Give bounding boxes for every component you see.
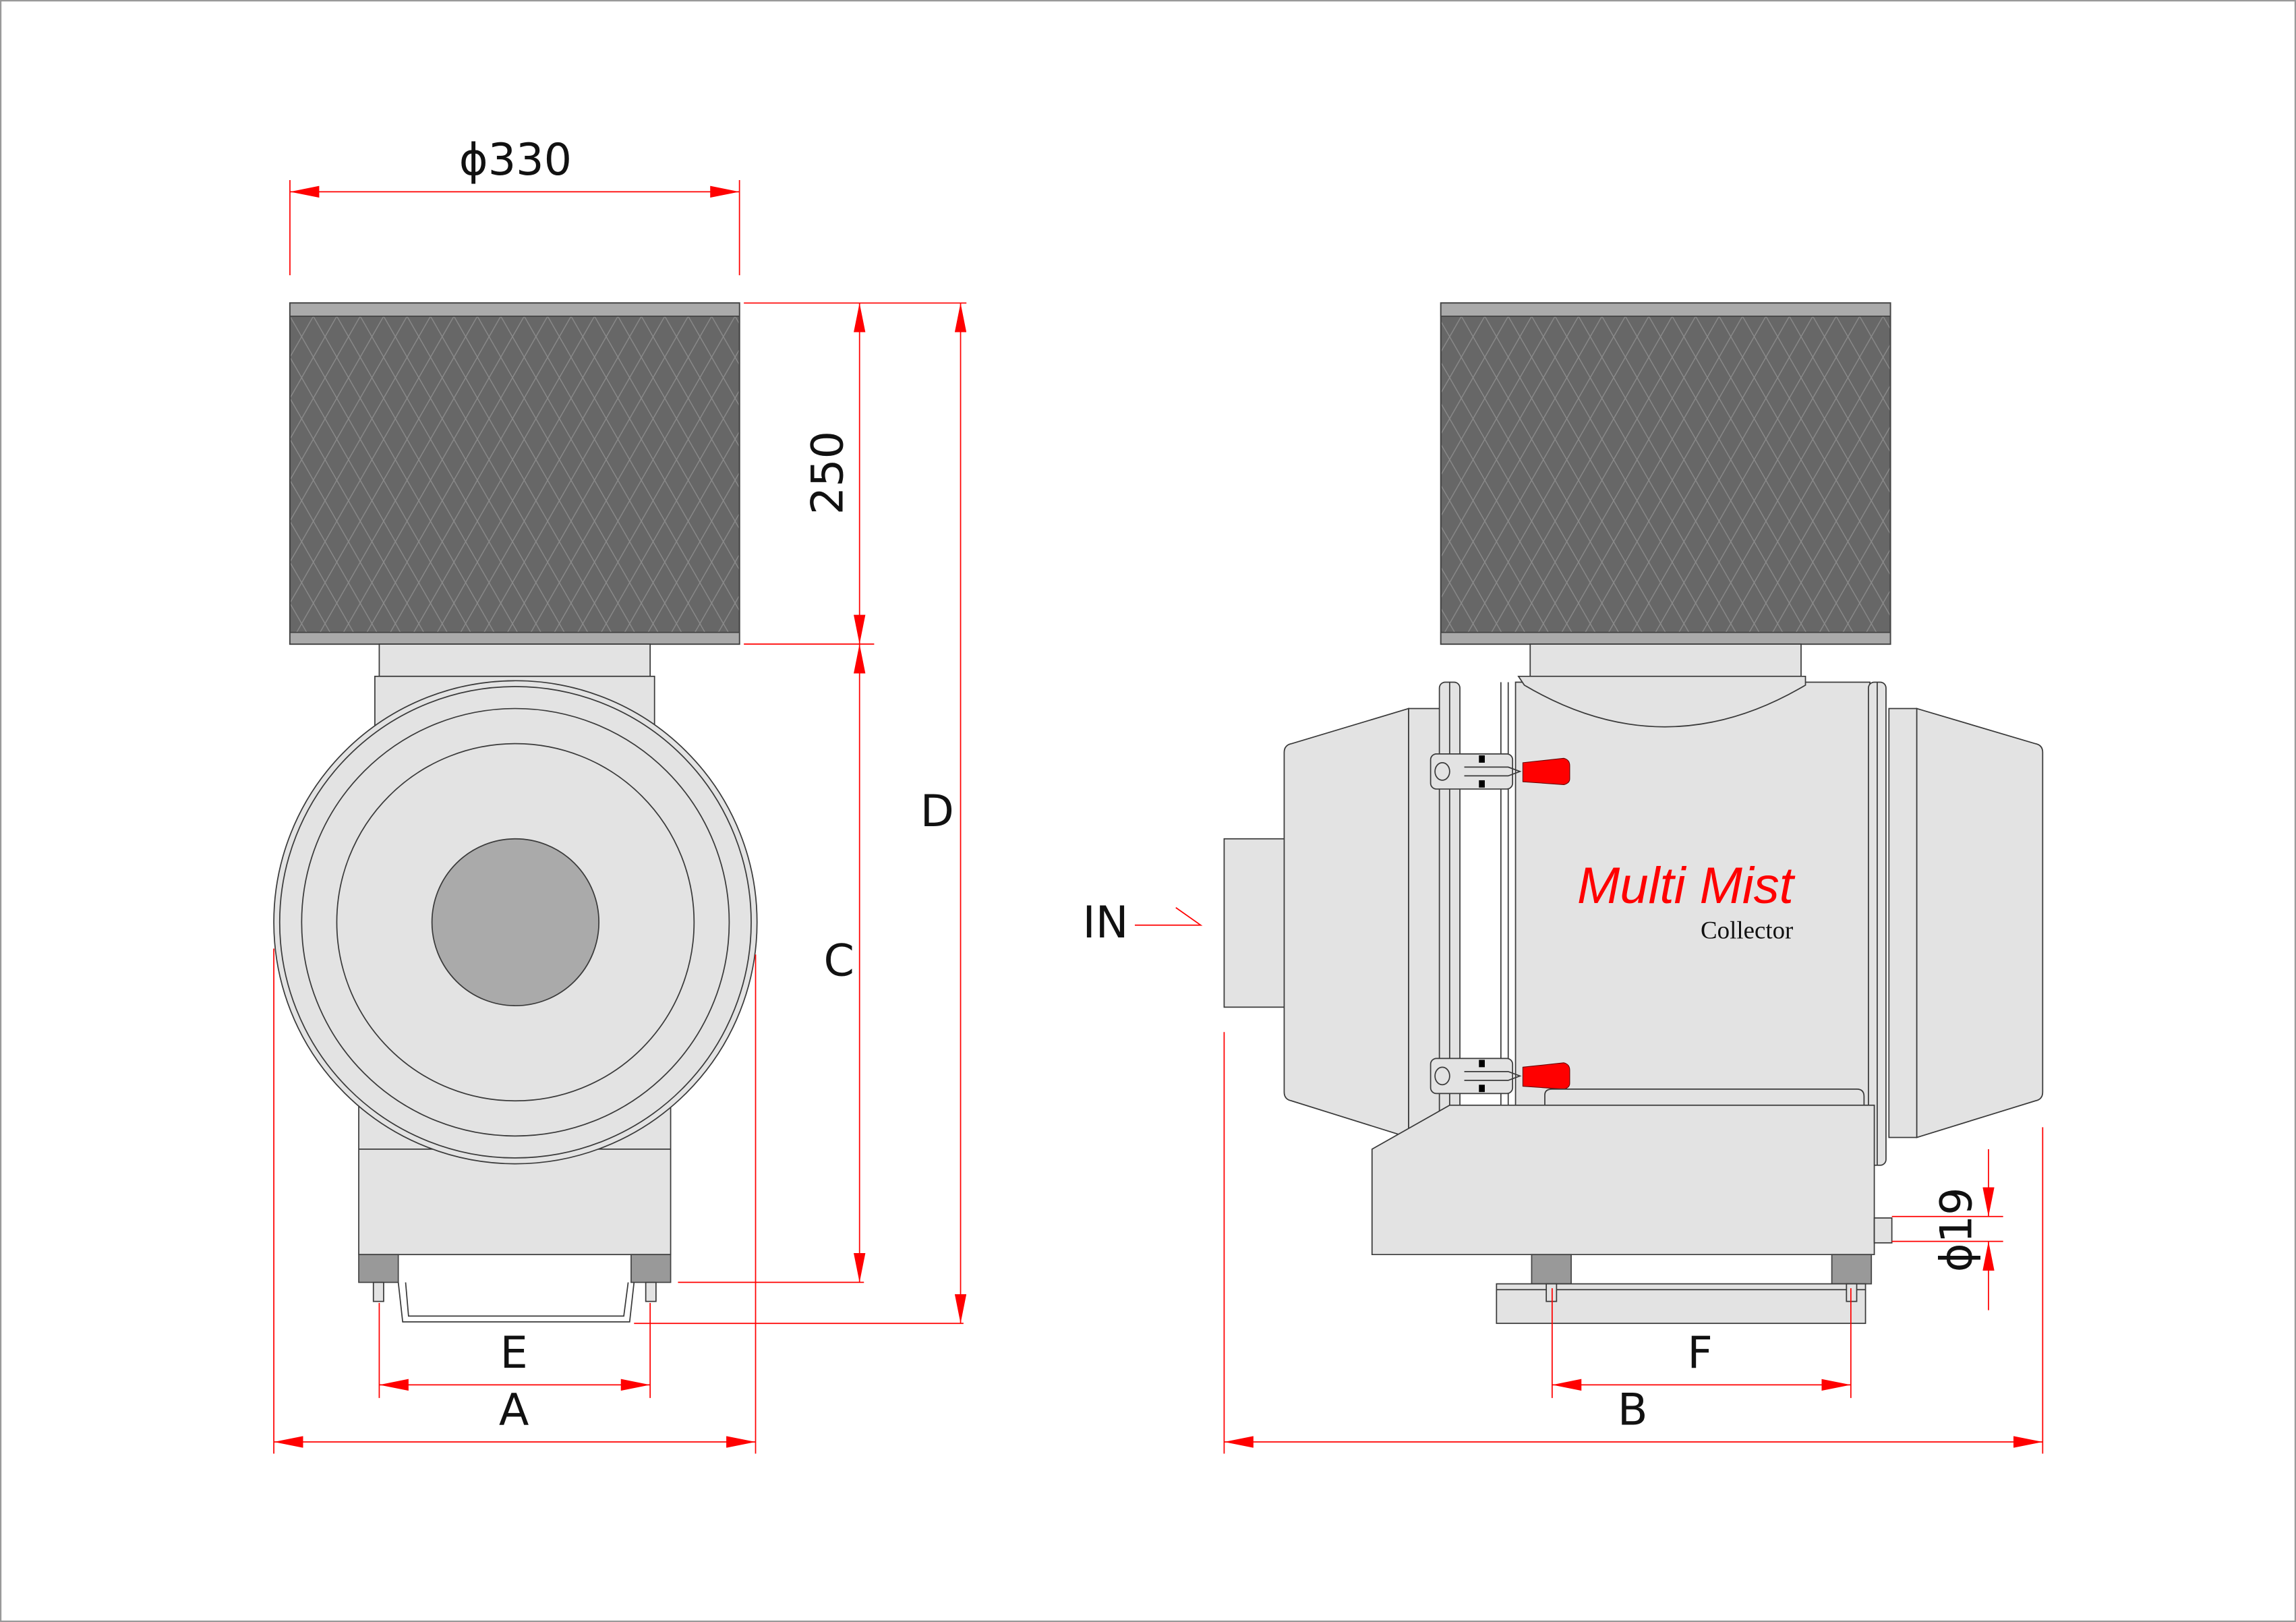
latch-upper-handle[interactable] — [1522, 757, 1570, 785]
latch-lower-handle[interactable] — [1522, 1062, 1570, 1090]
front-feet — [358, 1254, 672, 1323]
dim-foot-span-front: E — [500, 1328, 528, 1379]
side-feet — [1496, 1254, 1873, 1325]
brand-logo: Multi Mist — [1577, 857, 1796, 915]
side-tank — [1371, 1104, 1875, 1256]
drain-outlet — [1873, 1217, 1893, 1244]
front-filter — [289, 302, 740, 645]
front-neck — [378, 643, 651, 677]
dim-width-front: A — [499, 1385, 529, 1436]
side-view: Multi Mist Collector — [1223, 302, 2044, 1325]
side-filter — [1440, 302, 1891, 645]
front-dimensions: ϕ330 250 C D E A — [273, 135, 967, 1454]
side-right-cone — [1916, 707, 2044, 1138]
dim-overall-height: D — [920, 786, 954, 837]
front-hub — [431, 838, 600, 1007]
front-view — [273, 302, 758, 1323]
latch-upper[interactable] — [1430, 753, 1570, 790]
dim-body-height: C — [824, 935, 854, 986]
front-fan-housing — [273, 680, 758, 1165]
side-dimensions: IN ϕ19 F B — [1083, 898, 2044, 1454]
dim-foot-span-side: F — [1687, 1328, 1712, 1379]
side-inlet — [1223, 838, 1287, 1008]
dim-filter-height: 250 — [802, 431, 853, 515]
brand-subtitle: Collector — [1701, 916, 1793, 944]
side-main-body — [1514, 681, 1871, 1128]
latch-lower[interactable] — [1430, 1058, 1570, 1095]
inlet-label: IN — [1083, 898, 1129, 948]
dim-length-side: B — [1618, 1385, 1648, 1436]
dim-drain-diameter: ϕ19 — [1932, 1187, 1982, 1272]
side-base-plate — [1496, 1283, 1866, 1325]
side-neck — [1529, 643, 1802, 677]
side-left-cone — [1283, 707, 1409, 1138]
dim-filter-diameter: ϕ330 — [459, 135, 572, 185]
inlet-arrow — [1134, 907, 1203, 926]
